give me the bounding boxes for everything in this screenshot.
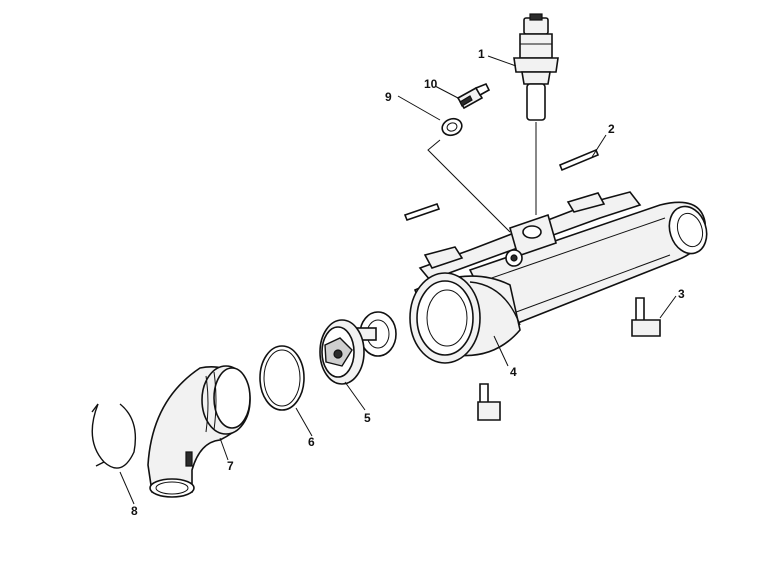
o-ring-gasket [259,345,305,411]
callout-3: 3 [678,287,685,301]
callout-7: 7 [227,459,234,473]
callout-2: 2 [608,122,615,136]
callout-10: 10 [424,77,438,91]
temperature-sensor [513,13,559,215]
callout-6: 6 [308,435,315,449]
callout-1: 1 [478,47,485,61]
o-ring-small [427,117,511,233]
bleed-screw [456,82,491,110]
callout-4: 4 [510,365,517,379]
thermostat-housing [409,191,708,364]
callout-5: 5 [364,411,371,425]
elbow-fitting [147,365,251,498]
thermostat [319,311,397,385]
callout-9: 9 [385,90,392,104]
leader-lines [119,55,677,505]
dowel-pin [403,148,600,222]
retaining-clip [91,403,137,469]
bolt [477,297,661,421]
callout-8: 8 [131,504,138,518]
